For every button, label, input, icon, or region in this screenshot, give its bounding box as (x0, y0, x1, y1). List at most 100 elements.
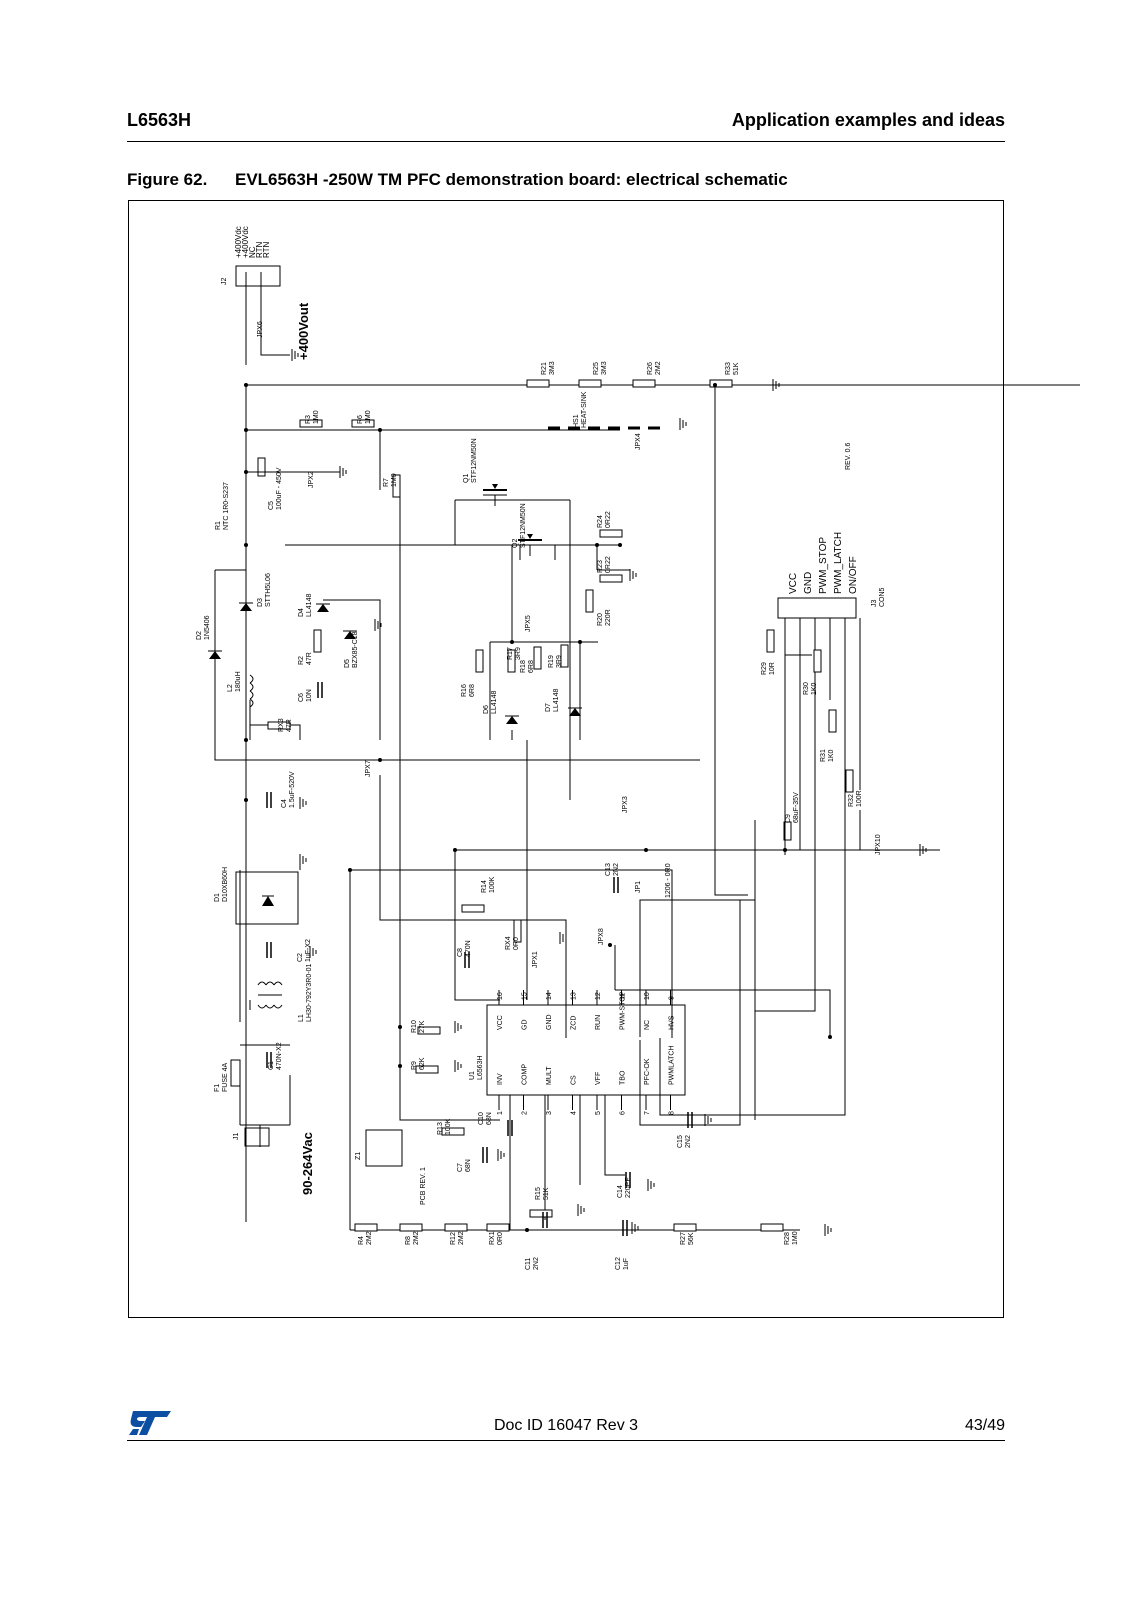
ic-pin-number: 13 (571, 992, 578, 1000)
capacitor (613, 877, 619, 893)
diode (208, 650, 222, 659)
label-r7: R71M0 (383, 473, 398, 487)
figure-caption: Figure 62.EVL6563H -250W TM PFC demonstr… (127, 170, 788, 190)
choke-l1 (257, 981, 283, 1009)
label-c13: C132N2 (605, 863, 620, 876)
ground-symbol (299, 854, 307, 866)
ground-symbol (559, 932, 567, 944)
junction-dot (398, 1025, 402, 1029)
junction-dot (713, 383, 717, 387)
label-r2: R247R (298, 652, 313, 665)
ic-pin-number: 12 (595, 992, 602, 1000)
resistor (475, 649, 484, 673)
junction-dot (618, 543, 622, 547)
output-voltage-label: +400Vout (296, 302, 311, 360)
ic-pin-name: GD (522, 1020, 529, 1031)
ground-symbol (629, 569, 637, 581)
label-r20: R20220R (597, 609, 612, 626)
junction-dot (244, 428, 248, 432)
j2-pin-label: +400Vdc (241, 226, 250, 258)
ground-symbol (631, 1222, 639, 1234)
ic-pin-name: TBO (620, 1070, 627, 1085)
resistor (709, 379, 733, 388)
label-r4: R42M2 (358, 1231, 373, 1245)
label-r12: R122M2 (450, 1231, 465, 1245)
resistor (813, 649, 822, 673)
resistor (392, 474, 401, 498)
footer-page-number: 43/49 (964, 1417, 1005, 1434)
junction-dot (378, 758, 382, 762)
label-d3: D3STTH5L06 (257, 573, 272, 607)
capacitor (266, 942, 272, 958)
junction-dot (783, 848, 787, 852)
footer-rule (127, 1440, 1005, 1441)
schematic-symbols (208, 265, 927, 1236)
label-d4: D4LL4148 (298, 594, 313, 617)
resistor (673, 1223, 697, 1232)
ground-symbol (919, 844, 927, 856)
resistor (533, 646, 542, 670)
resistor (415, 1065, 439, 1074)
label-c8: C8470N (457, 940, 472, 957)
junction-dot (510, 640, 514, 644)
label-jpx1: JPX1 (532, 951, 539, 968)
resistor (599, 574, 623, 583)
ic-pin-name: CS (571, 1075, 578, 1085)
ic-pin-number: 16 (497, 992, 504, 1000)
resistor (578, 379, 602, 388)
label-z1: Z1 (355, 1152, 362, 1160)
ground-symbol (497, 1149, 505, 1161)
ic-pin-number: 8 (669, 1111, 676, 1115)
resistor (486, 1223, 510, 1232)
junction-dot (595, 543, 599, 547)
label-c1: C1470N-X2 (268, 1042, 283, 1070)
fuse-f1 (230, 1059, 241, 1087)
resistor (513, 919, 522, 943)
resistor (417, 1026, 441, 1035)
capacitor (266, 792, 272, 808)
ground-symbol (374, 619, 382, 631)
capacitor-c5 (257, 457, 266, 477)
ground-symbol (339, 466, 347, 478)
resistor (399, 1223, 423, 1232)
resistor (828, 709, 837, 733)
label-r13: R13100K (437, 1118, 452, 1135)
label-jpx10: JPX10 (875, 834, 882, 855)
resistor (529, 1209, 553, 1218)
label-r9: R962K (411, 1057, 426, 1070)
label-r24: R240R22 (597, 511, 612, 528)
junction-dot (348, 868, 352, 872)
junction-dot (378, 428, 382, 432)
capacitor (687, 1112, 693, 1128)
label-l1: L1LH30-792Y3R0-01 (298, 964, 313, 1022)
header-section: Application examples and ideas (731, 110, 1005, 130)
ground-symbol (291, 349, 299, 361)
ic-pin-number: 5 (595, 1111, 602, 1115)
resistor (632, 379, 656, 388)
label-c10: C1068N (478, 1112, 493, 1125)
label-c7: C768N (457, 1159, 472, 1172)
label-j1: J1 (233, 1133, 240, 1141)
label-jpx3: JPX3 (622, 796, 629, 813)
label-r15: R1551K (535, 1187, 550, 1200)
label-r14: R14100K (481, 876, 496, 893)
schematic-frame (128, 200, 1004, 1318)
ic-u1-body (486, 1004, 686, 1096)
pcb-rev-label: PCB REV. 1 (420, 1167, 427, 1205)
header-product: L6563H (127, 110, 192, 130)
label-c14: C14220PF (617, 1177, 632, 1198)
diode (505, 715, 519, 724)
label-r8: R82M2 (405, 1231, 420, 1245)
resistor (299, 419, 323, 428)
resistor (526, 379, 550, 388)
junction-dot (244, 470, 248, 474)
capacitor (542, 1212, 548, 1228)
j3-connector (777, 597, 857, 619)
label-jpx7: JPX7 (365, 760, 372, 777)
resistor (461, 904, 485, 913)
ic-pin-name: VFF (595, 1072, 602, 1085)
junction-dot (578, 640, 582, 644)
label-d7: D7LL4148 (545, 689, 560, 712)
label-c4: C41.5uF-520V (281, 771, 296, 808)
